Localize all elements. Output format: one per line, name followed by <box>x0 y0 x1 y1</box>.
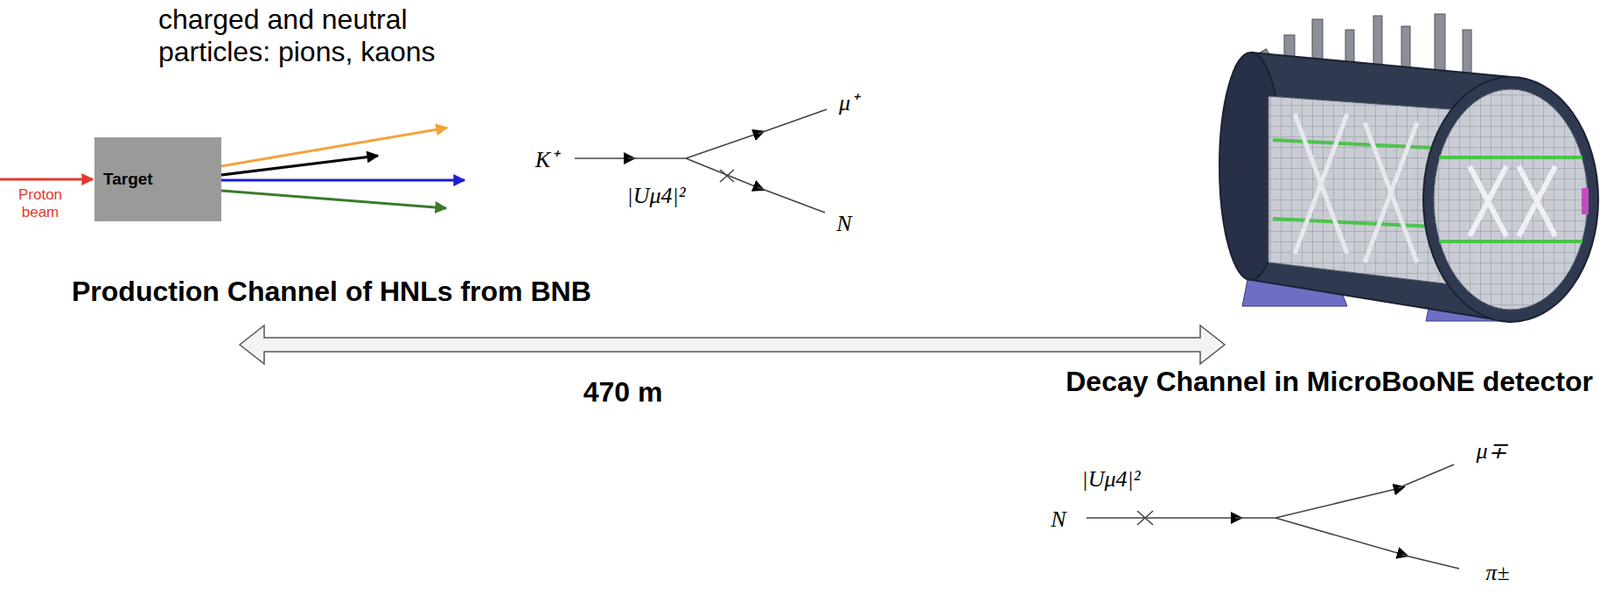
coupling-label: |Uμ4|² <box>627 182 686 210</box>
section-heading: Production Channel of HNLs from BNB <box>71 275 592 308</box>
detector-illustration <box>1219 13 1599 322</box>
box-label: Target <box>94 169 154 189</box>
beam-label: Proton beam <box>5 186 76 221</box>
particles-note: charged and neutral particles: pions, ka… <box>158 3 491 69</box>
target-box: Target <box>94 137 222 222</box>
particle-label: μ⁺ <box>838 85 859 118</box>
proton-beam-arrow <box>0 178 93 182</box>
distance-arrow <box>239 325 1225 364</box>
coupling-label: |Uμ4|² <box>1082 466 1141 493</box>
particle-track <box>221 155 378 175</box>
particle-track <box>221 179 465 182</box>
distance-label: 470 m <box>583 376 664 409</box>
particle-track <box>221 190 447 209</box>
production-feynman <box>574 109 827 213</box>
particle-label: π± <box>1485 559 1510 587</box>
particle-label: K⁺ <box>535 142 559 175</box>
section-heading: Decay Channel in MicroBooNE detector <box>1065 365 1594 399</box>
decay-feynman <box>1086 464 1460 569</box>
particle-label: N <box>1050 506 1066 533</box>
particle-label: μ∓ <box>1475 437 1507 465</box>
particle-label: N <box>836 210 852 238</box>
